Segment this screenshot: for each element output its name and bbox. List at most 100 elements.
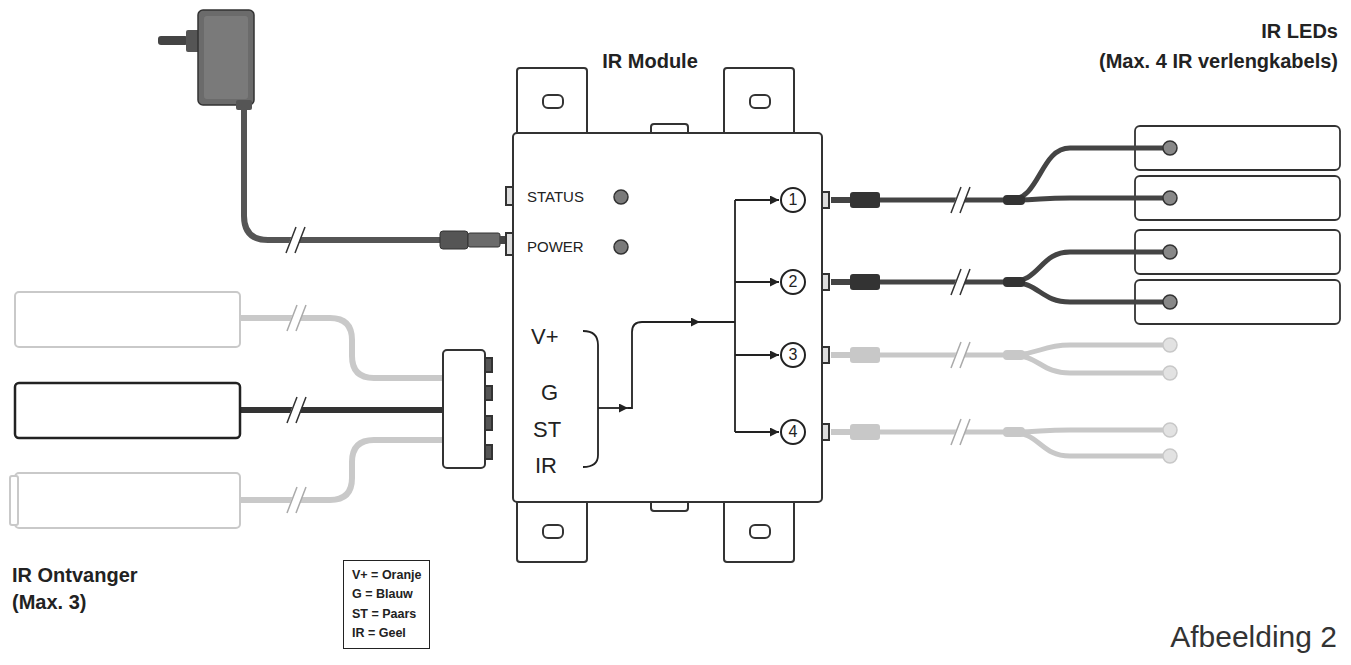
ir-led-window	[1135, 280, 1340, 324]
module-housing	[822, 424, 829, 440]
signal-path	[583, 331, 598, 467]
receiver-hub	[485, 358, 492, 372]
module-housing	[543, 95, 563, 108]
ir-receiver	[287, 305, 306, 331]
ir-led-window	[1135, 230, 1340, 274]
pin-label: ST	[533, 418, 561, 442]
module-housing	[724, 68, 794, 143]
signal-path	[735, 354, 779, 356]
pin-label: IR	[535, 454, 557, 478]
ir-emitter	[1163, 338, 1177, 352]
ir-receiver	[240, 318, 443, 378]
power-cable	[244, 108, 442, 240]
module-title: IR Module	[602, 50, 698, 72]
jack-plug	[831, 429, 851, 435]
section-note: (Max. 3)	[12, 591, 86, 614]
ir-led-window	[1135, 176, 1340, 220]
power-cable	[286, 227, 305, 253]
indicator-led	[614, 190, 628, 204]
ir-extension-cable	[878, 148, 1163, 200]
jack-plug	[850, 274, 880, 290]
color-key-entry: V+ = Oranje	[352, 566, 421, 585]
section-title: IR LEDs	[1261, 20, 1338, 43]
color-key-entry: IR = Geel	[352, 624, 421, 643]
color-key-entry: G = Blauw	[352, 585, 421, 604]
color-key-box: V+ = OranjeG = BlauwST = PaarsIR = Geel	[343, 560, 430, 649]
power-adapter	[204, 16, 248, 99]
cable-break	[951, 342, 970, 445]
signal-path	[628, 322, 700, 408]
receiver-hub	[485, 416, 492, 430]
ir-emitter	[1163, 449, 1177, 463]
module-housing	[517, 68, 587, 143]
ir-receiver	[10, 476, 18, 525]
port-circle: 2	[780, 269, 806, 295]
signal-path	[583, 200, 779, 467]
power-cable	[440, 231, 468, 249]
signal-path	[734, 200, 736, 432]
module-housing	[506, 233, 513, 255]
ir-extension-cable	[878, 345, 1163, 373]
ir-receiver	[15, 473, 240, 528]
ir-led-window	[1135, 126, 1340, 170]
receiver-hub	[485, 445, 492, 459]
indicator-label: POWER	[527, 239, 584, 256]
figure-caption: Afbeelding 2	[1170, 620, 1337, 655]
indicator-led	[614, 240, 628, 254]
ir-led-window	[1135, 126, 1340, 324]
ir-receiver	[15, 383, 240, 438]
port-number: 2	[789, 274, 798, 290]
module-housing	[750, 95, 770, 108]
pin-label: V+	[531, 325, 559, 349]
jack-plug	[850, 192, 880, 208]
jack-plug	[831, 197, 851, 203]
port-circle: 4	[780, 419, 806, 445]
section-note: (Max. 4 IR verlengkabels)	[1099, 50, 1338, 73]
port-number: 3	[789, 347, 798, 363]
ir-emitter	[1163, 245, 1177, 259]
module-housing	[822, 192, 829, 208]
ir-receiver	[240, 407, 443, 413]
port-number: 1	[789, 192, 798, 208]
module-housing	[506, 68, 829, 562]
receiver-hub	[443, 350, 492, 468]
pin-label: G	[541, 381, 558, 405]
module-housing	[506, 187, 513, 205]
ir-receiver	[287, 397, 306, 423]
ir-emitter	[1163, 141, 1177, 155]
power-cable	[244, 108, 513, 254]
signal-path	[735, 431, 779, 433]
signal-path	[735, 199, 779, 201]
port-circle: 3	[780, 342, 806, 368]
receiver-hub	[485, 386, 492, 400]
ir-emitter	[1163, 366, 1177, 380]
signal-path	[700, 321, 735, 323]
jack-plug	[850, 424, 880, 440]
receiver-hub	[443, 350, 485, 468]
module-housing	[543, 525, 563, 538]
ir-emitter	[1163, 191, 1177, 205]
ir-module: 1234IR ModuleSTATUSPOWERV+GSTIR	[513, 133, 822, 502]
module-housing	[513, 133, 822, 502]
port-circle: 1	[780, 187, 806, 213]
jack-plug	[850, 347, 880, 363]
ir-emitter	[1163, 423, 1177, 437]
cable-break	[955, 186, 965, 446]
power-cable	[468, 233, 500, 247]
ir-emitter	[1163, 295, 1177, 309]
ir-extension-cable	[878, 148, 1163, 456]
indicator-led	[614, 190, 628, 254]
jack-plug	[1003, 427, 1025, 437]
jack-plug	[831, 352, 851, 358]
module-housing	[822, 274, 829, 290]
jack-plug	[1003, 195, 1025, 205]
power-adapter	[158, 10, 254, 110]
indicator-label: STATUS	[527, 189, 584, 206]
power-adapter	[198, 10, 254, 105]
signal-path	[598, 407, 628, 409]
ir-extension-cable	[878, 252, 1163, 302]
ir-emitter	[1163, 141, 1177, 463]
ir-receiver	[15, 292, 240, 347]
